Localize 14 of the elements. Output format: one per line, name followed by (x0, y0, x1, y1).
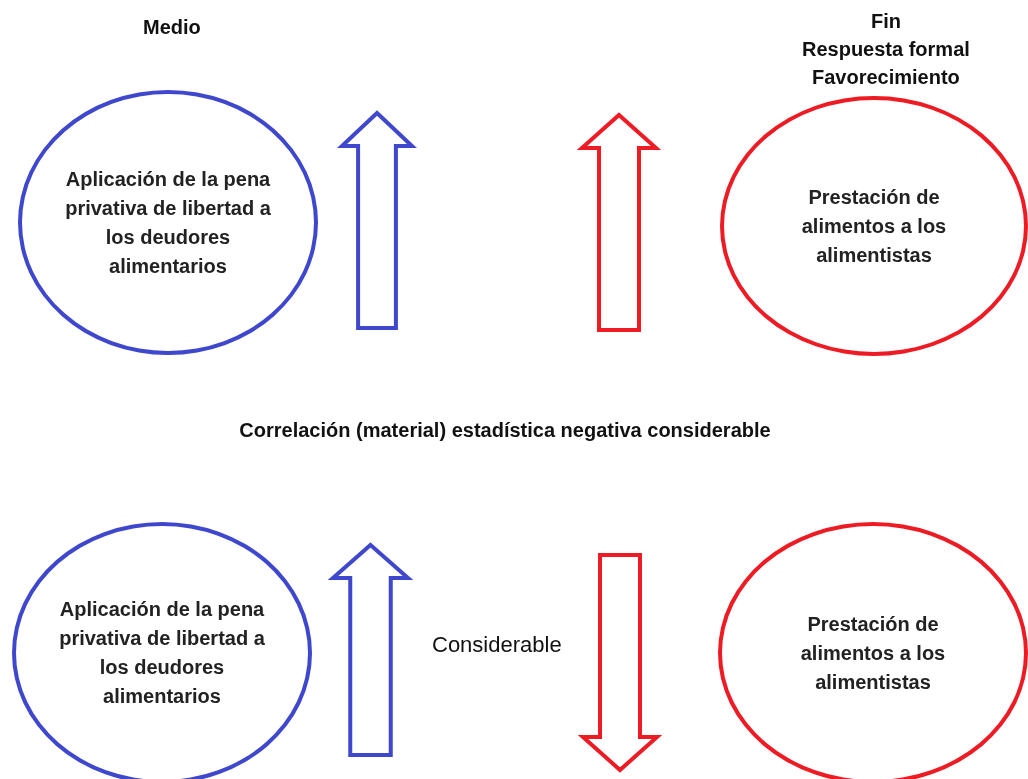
circle-text: Prestación de alimentos a los alimentistas (799, 611, 947, 695)
column-heading: Medio (143, 16, 201, 39)
relation-caption: Correlación (material) estadística negativa considerable (238, 418, 772, 442)
concept-circle (720, 96, 1028, 356)
column-heading: Respuesta formal (802, 38, 970, 61)
concept-circle (18, 90, 318, 355)
concept-circle (12, 522, 312, 779)
column-heading: Favorecimiento (812, 66, 960, 89)
relation-label: Considerable (432, 632, 562, 658)
concept-circle (718, 522, 1028, 779)
circle-text: Prestación de alimentos a los alimentistas (800, 184, 948, 268)
column-heading: Fin (871, 10, 901, 33)
circle-text: Aplicación de la pena privativa de libertad a los deudores alimentarios (58, 597, 266, 709)
circle-text: Aplicación de la pena privativa de libertad a los deudores alimentarios (64, 166, 272, 279)
